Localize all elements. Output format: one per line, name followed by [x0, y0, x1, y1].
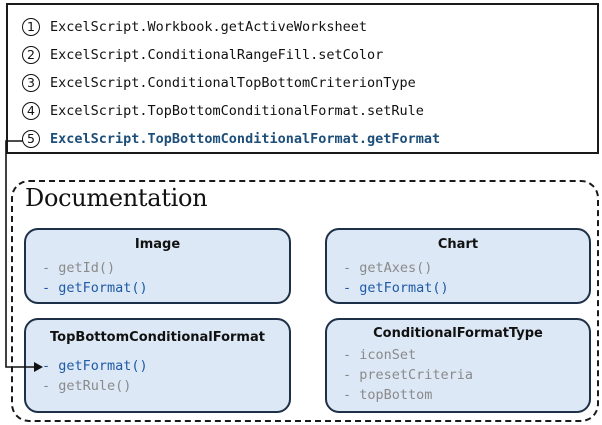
- documentation-title: Documentation: [25, 184, 208, 212]
- card-title: Image: [134, 237, 181, 252]
- card-chart: Chart - getAxes() - getFormat(): [325, 228, 591, 304]
- card-member: - getRule(): [42, 378, 132, 394]
- card-conditional-format-type: ConditionalFormatType - iconSet - preset…: [325, 318, 591, 413]
- step-1: 1 ExcelScript.Workbook.getActiveWorkshee…: [22, 15, 367, 39]
- step-number-badge: 3: [22, 74, 40, 92]
- card-member-highlighted: - getFormat(): [42, 358, 148, 374]
- card-title: TopBottomConditionalFormat: [50, 330, 265, 345]
- step-text: ExcelScript.Workbook.getActiveWorksheet: [50, 19, 367, 35]
- card-member: - getId(): [42, 260, 116, 276]
- step-text: ExcelScript.ConditionalTopBottomCriterio…: [50, 75, 416, 91]
- card-member-highlighted: - getFormat(): [42, 280, 148, 296]
- step-2: 2 ExcelScript.ConditionalRangeFill.setCo…: [22, 43, 383, 67]
- step-4: 4 ExcelScript.TopBottomConditionalFormat…: [22, 99, 424, 123]
- step-number-badge: 2: [22, 46, 40, 64]
- card-top-bottom-conditional-format: TopBottomConditionalFormat - getFormat()…: [24, 318, 291, 413]
- card-title: ConditionalFormatType: [373, 326, 543, 341]
- card-member-highlighted: - getFormat(): [343, 280, 449, 296]
- api-call-sequence-box: 1 ExcelScript.Workbook.getActiveWorkshee…: [6, 3, 599, 154]
- step-number-badge: 4: [22, 102, 40, 120]
- step-number-badge: 1: [22, 18, 40, 36]
- step-text: ExcelScript.TopBottomConditionalFormat.s…: [50, 103, 424, 119]
- card-member: - getAxes(): [343, 260, 433, 276]
- step-text: ExcelScript.ConditionalRangeFill.setColo…: [50, 47, 384, 63]
- step-text-highlighted: ExcelScript.TopBottomConditionalFormat.g…: [50, 131, 441, 147]
- card-member: - iconSet: [343, 347, 417, 363]
- card-member: - presetCriteria: [343, 367, 474, 383]
- step-number-badge: 5: [22, 130, 40, 148]
- step-5: 5 ExcelScript.TopBottomConditionalFormat…: [22, 127, 440, 151]
- step-3: 3 ExcelScript.ConditionalTopBottomCriter…: [22, 71, 416, 95]
- card-image: Image - getId() - getFormat(): [24, 228, 291, 304]
- card-title: Chart: [437, 237, 479, 252]
- card-member: - topBottom: [343, 387, 433, 403]
